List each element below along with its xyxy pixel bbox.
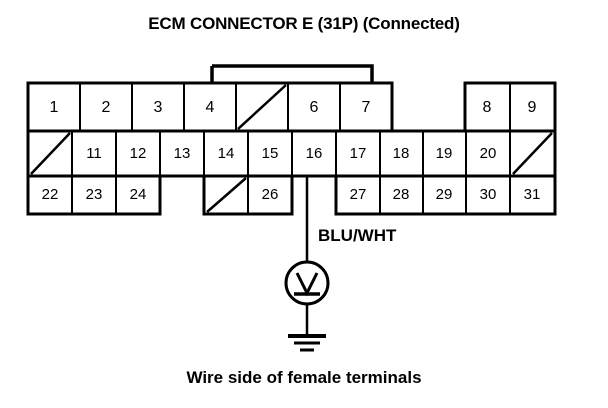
terminal-2: 2 bbox=[102, 99, 111, 116]
terminal-31: 31 bbox=[524, 186, 541, 203]
terminal-4: 4 bbox=[206, 99, 215, 116]
terminal-22: 22 bbox=[42, 186, 59, 203]
terminal-7: 7 bbox=[362, 99, 371, 116]
terminal-27: 27 bbox=[350, 186, 367, 203]
terminal-23: 23 bbox=[86, 186, 103, 203]
terminal-28: 28 bbox=[393, 186, 410, 203]
terminal-13: 13 bbox=[174, 145, 191, 162]
terminal-16: 16 bbox=[306, 145, 323, 162]
terminal-12: 12 bbox=[130, 145, 147, 162]
terminal-30: 30 bbox=[480, 186, 497, 203]
terminal-3: 3 bbox=[154, 99, 163, 116]
page-title: ECM CONNECTOR E (31P) (Connected) bbox=[148, 14, 460, 33]
row3-left-block bbox=[26, 174, 162, 216]
terminal-15: 15 bbox=[262, 145, 279, 162]
terminal-19: 19 bbox=[436, 145, 453, 162]
voltmeter-icon bbox=[284, 260, 330, 306]
figure-caption: Wire side of female terminals bbox=[186, 368, 422, 387]
terminal-18: 18 bbox=[393, 145, 410, 162]
terminal-8: 8 bbox=[483, 99, 492, 116]
terminal-20: 20 bbox=[480, 145, 497, 162]
terminal-24: 24 bbox=[130, 186, 147, 203]
voltmeter-v-glyph bbox=[295, 272, 319, 297]
terminal-11: 11 bbox=[86, 145, 102, 162]
terminal-1: 1 bbox=[50, 99, 59, 116]
terminal-17: 17 bbox=[350, 145, 367, 162]
blank-cell-5-diagonal bbox=[237, 84, 287, 130]
connector-locking-tab bbox=[212, 64, 374, 84]
terminal-9: 9 bbox=[528, 99, 537, 116]
blank-cell-21-diagonal bbox=[512, 132, 553, 175]
terminal-14: 14 bbox=[218, 145, 235, 162]
row3-right-block bbox=[334, 174, 557, 216]
terminal-26: 26 bbox=[262, 186, 279, 203]
terminal-6: 6 bbox=[310, 99, 319, 116]
terminal-29: 29 bbox=[436, 186, 453, 203]
blank-cell-10-diagonal bbox=[30, 132, 71, 175]
blank-cell-25-diagonal bbox=[206, 177, 247, 213]
wire-color-label: BLU/WHT bbox=[318, 226, 397, 245]
